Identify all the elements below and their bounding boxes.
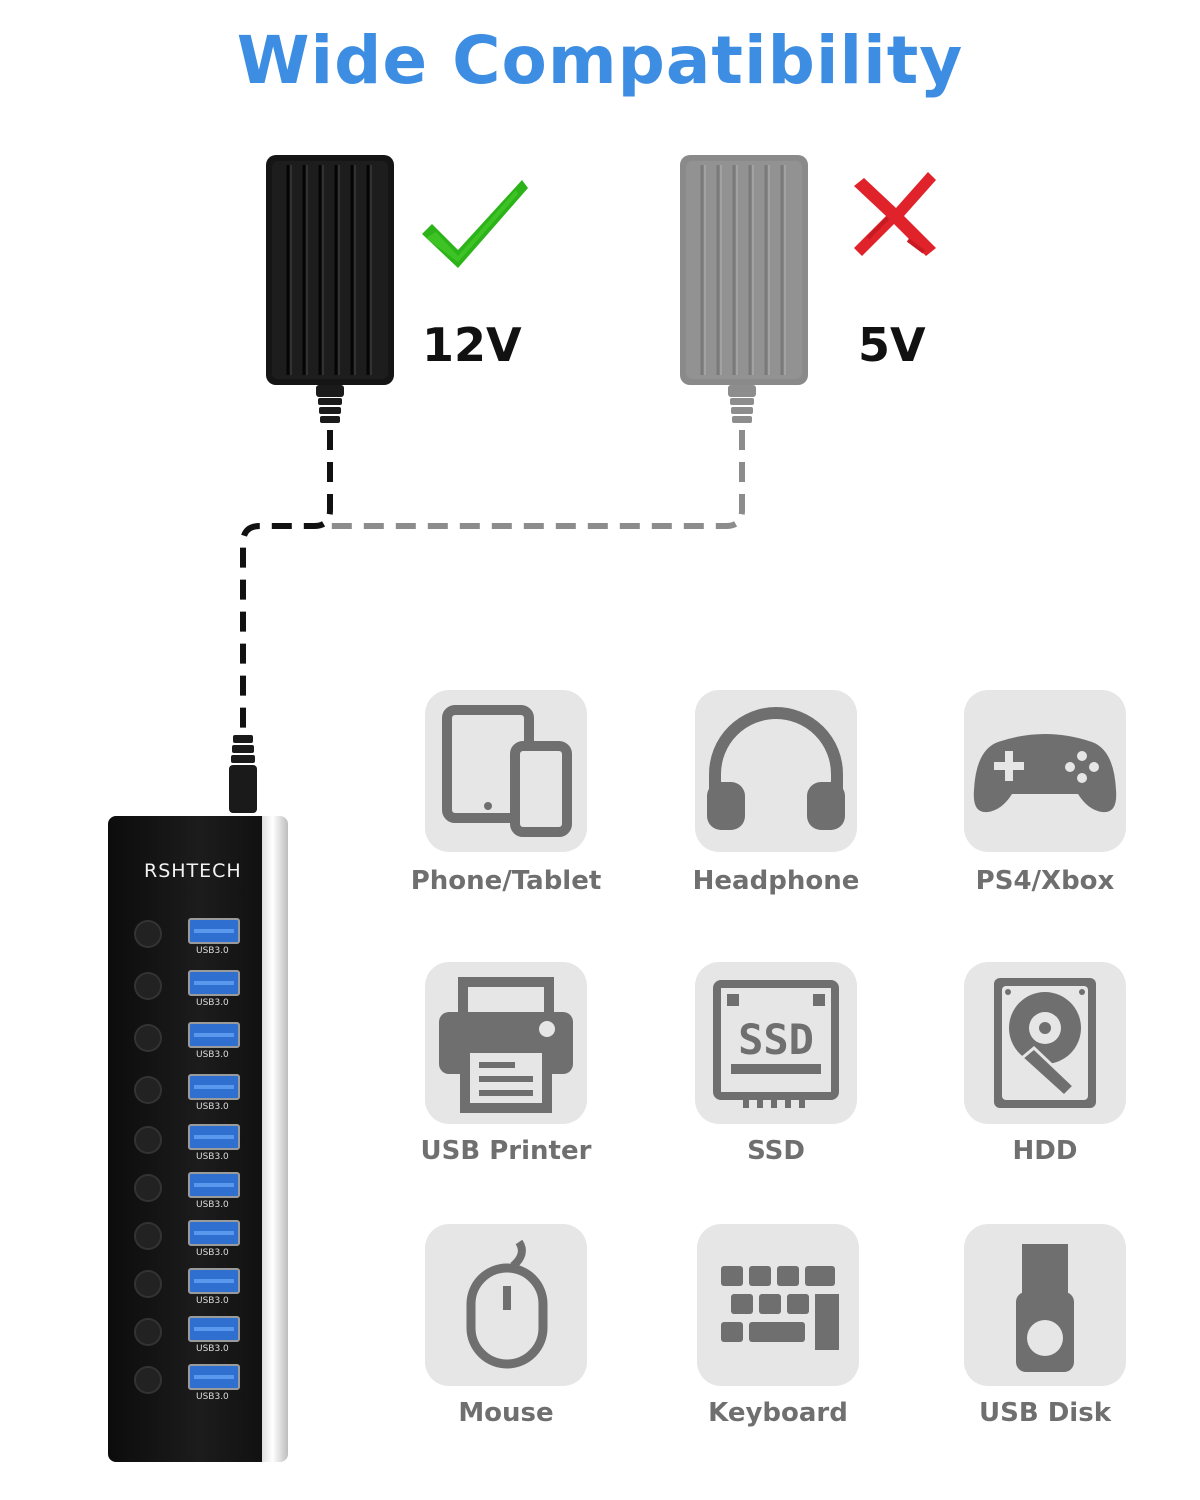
port-switch-button[interactable] (134, 1174, 162, 1202)
device-tile-hdd (964, 962, 1126, 1124)
usb-port[interactable] (188, 918, 240, 944)
usb-port-label: USB3.0 (196, 1344, 229, 1354)
hub-port-row: USB3.0 (108, 1218, 262, 1258)
page-title: Wide Compatibility (236, 22, 964, 99)
device-tile-headphone (695, 690, 857, 852)
device-tile-usb-disk (964, 1224, 1126, 1386)
hub-port-row: USB3.0 (108, 1362, 262, 1402)
hub-side-panel (260, 816, 288, 1462)
printer-icon (439, 977, 573, 1113)
hub-port-row: USB3.0 (108, 1170, 262, 1210)
device-tile-mouse (425, 1224, 587, 1386)
device-label: HDD (1012, 1136, 1078, 1166)
svg-text:SSD: SSD (738, 1015, 814, 1064)
usb-port[interactable] (188, 1364, 240, 1390)
device-label: USB Printer (420, 1136, 592, 1166)
hub-port-row: USB3.0 (108, 1072, 262, 1112)
hub-port-row: USB3.0 (108, 968, 262, 1008)
mouse-icon (466, 1239, 548, 1369)
port-switch-button[interactable] (134, 1024, 162, 1052)
hub-brand: RSHTECH (144, 860, 242, 882)
device-label: PS4/Xbox (975, 866, 1115, 896)
device-tile-ssd: SSD (695, 962, 857, 1124)
device-tile-ps4-xbox (964, 690, 1126, 852)
port-switch-button[interactable] (134, 920, 162, 948)
device-label: Keyboard (708, 1398, 848, 1428)
hub-dc-plug (229, 735, 257, 813)
ssd-icon: SSD (713, 980, 839, 1108)
hub-port-row: USB3.0 (108, 1122, 262, 1162)
usb-port[interactable] (188, 1172, 240, 1198)
port-switch-button[interactable] (134, 1076, 162, 1104)
usb-port[interactable] (188, 970, 240, 996)
cross-icon (854, 172, 936, 256)
port-switch-button[interactable] (134, 1222, 162, 1250)
usb-port-label: USB3.0 (196, 1200, 229, 1210)
check-icon (422, 180, 528, 268)
usb-port-label: USB3.0 (196, 1102, 229, 1112)
power-adapter-5v (680, 155, 808, 385)
device-tile-keyboard (697, 1224, 859, 1386)
cable-12v (240, 430, 333, 735)
usb-port[interactable] (188, 1124, 240, 1150)
hub-port-list: USB3.0 USB3.0 USB3.0 USB3.0 USB3.0 USB3.… (108, 916, 262, 1456)
keyboard-icon (721, 1266, 839, 1350)
port-switch-button[interactable] (134, 1318, 162, 1346)
port-switch-button[interactable] (134, 972, 162, 1000)
cable-5v (320, 430, 745, 529)
hub-port-row: USB3.0 (108, 1020, 262, 1060)
voltage-label-5v: 5V (858, 318, 926, 372)
phone-tablet-icon (442, 705, 572, 837)
hub-port-row: USB3.0 (108, 1314, 262, 1354)
usb-port-label: USB3.0 (196, 1392, 229, 1402)
usb-hub: RSHTECH USB3.0 USB3.0 USB3.0 USB3.0 USB3… (108, 816, 288, 1462)
gamepad-icon (973, 734, 1117, 813)
power-adapter-12v (266, 155, 394, 385)
usb-port[interactable] (188, 1220, 240, 1246)
device-label: Headphone (692, 866, 860, 896)
usb-port-label: USB3.0 (196, 1248, 229, 1258)
hub-port-row: USB3.0 (108, 1266, 262, 1306)
voltage-label-12v: 12V (422, 318, 522, 372)
adapter-5v-strain-relief (728, 385, 756, 423)
usb-port[interactable] (188, 1316, 240, 1342)
adapter-12v-strain-relief (316, 385, 344, 423)
device-label: Mouse (458, 1398, 554, 1428)
headphone-icon (707, 707, 845, 830)
usb-port[interactable] (188, 1268, 240, 1294)
port-switch-button[interactable] (134, 1270, 162, 1298)
device-label: SSD (747, 1136, 805, 1166)
port-switch-button[interactable] (134, 1366, 162, 1394)
usb-port-label: USB3.0 (196, 1152, 229, 1162)
device-label: USB Disk (979, 1398, 1111, 1428)
hub-port-row: USB3.0 (108, 916, 262, 956)
usb-port-label: USB3.0 (196, 998, 229, 1008)
device-tile-usb-printer (425, 962, 587, 1124)
usb-port-label: USB3.0 (196, 1296, 229, 1306)
usb-port-label: USB3.0 (196, 946, 229, 956)
hdd-icon (994, 978, 1096, 1108)
device-label: Phone/Tablet (410, 866, 602, 896)
usb-port[interactable] (188, 1074, 240, 1100)
usb-port[interactable] (188, 1022, 240, 1048)
usb-disk-icon (1016, 1244, 1074, 1372)
usb-port-label: USB3.0 (196, 1050, 229, 1060)
device-tile-phone-tablet (425, 690, 587, 852)
port-switch-button[interactable] (134, 1126, 162, 1154)
